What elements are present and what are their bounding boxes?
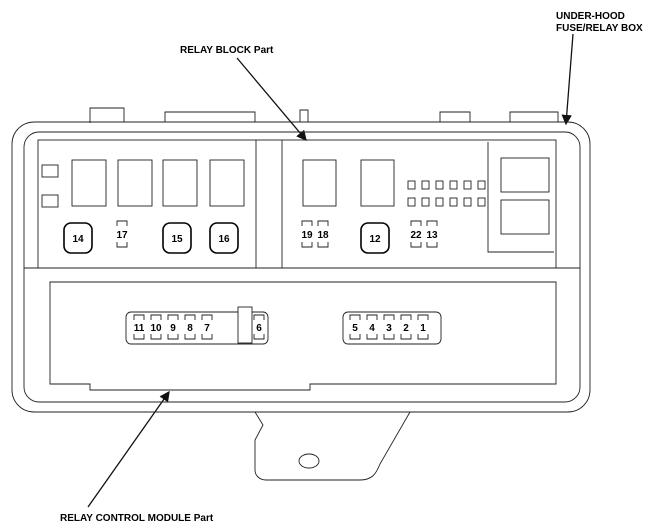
mini-fuse-slot-3 [435, 180, 444, 190]
large-fuse-16: 16 [209, 222, 239, 254]
mounting-bracket [254, 411, 411, 481]
pin-4: 4 [366, 314, 378, 340]
small-fuse-13: 13 [426, 220, 438, 248]
pin-10: 10 [150, 314, 162, 340]
mini-socket-1 [41, 164, 59, 178]
pin-number-9: 9 [170, 323, 176, 334]
pin-number-11: 11 [134, 323, 145, 334]
mounting-hole [298, 453, 320, 469]
fuse-number-14: 14 [72, 234, 84, 245]
pin-8: 8 [184, 314, 196, 340]
mini-fuse-slot-2 [421, 180, 430, 190]
fuse-number-13: 13 [426, 230, 438, 241]
pin-5: 5 [349, 314, 361, 340]
relay-control-module-label: RELAY CONTROL MODULE Part [60, 513, 214, 524]
relay-block-right-panel [487, 142, 554, 253]
outer-housing [11, 121, 591, 413]
mini-fuse-slot-10 [449, 197, 458, 207]
under-hood-label-line2: FUSE/RELAY BOX [556, 23, 643, 34]
mini-fuse-row [407, 180, 486, 207]
pin-3: 3 [383, 314, 395, 340]
pin-number-6: 6 [256, 323, 262, 334]
mini-fuse-slot-9 [435, 197, 444, 207]
mini-fuse-slot-4 [449, 180, 458, 190]
pin-2: 2 [400, 314, 412, 340]
relay-socket-2 [117, 159, 153, 207]
mini-fuse-slot-1 [407, 180, 416, 190]
pin-9: 9 [167, 314, 179, 340]
pin-number-8: 8 [187, 323, 193, 334]
pin-number-4: 4 [369, 323, 375, 334]
large-fuse-14: 14 [63, 222, 93, 254]
relay-socket-1 [71, 159, 107, 207]
relay-socket-4 [209, 159, 245, 207]
pin-6: 6 [253, 314, 265, 340]
relay-socket-8 [500, 199, 550, 235]
large-fuse-12: 12 [360, 222, 390, 254]
mini-fuse-slot-5 [463, 180, 472, 190]
fuse-number-18: 18 [317, 230, 329, 241]
left-connector-latch [237, 306, 253, 344]
small-fuse-19: 19 [301, 220, 313, 248]
mini-fuse-slot-6 [477, 180, 486, 190]
fuse-number-15: 15 [171, 234, 183, 245]
mini-fuse-slot-7 [407, 197, 416, 207]
mini-socket-2 [41, 194, 59, 208]
large-fuse-15: 15 [162, 222, 192, 254]
small-fuse-22: 22 [410, 220, 422, 248]
small-fuse-18: 18 [317, 220, 329, 248]
pin-number-5: 5 [352, 323, 358, 334]
fuse-number-17: 17 [116, 230, 128, 241]
pin-number-10: 10 [150, 323, 162, 334]
pin-7: 7 [201, 314, 213, 340]
relay-socket-6 [360, 159, 395, 207]
relay-control-module-leader-line [87, 390, 170, 508]
mini-fuse-slot-12 [477, 197, 486, 207]
small-fuse-17: 17 [116, 220, 128, 248]
right-connector [342, 311, 442, 345]
pin-1: 1 [417, 314, 429, 340]
relay-socket-3 [162, 159, 198, 207]
inner-housing [23, 131, 581, 403]
mini-fuse-slot-8 [421, 197, 430, 207]
fuse-number-16: 16 [218, 234, 230, 245]
relay-block-leader-line [236, 57, 307, 141]
relay-control-module-area [49, 281, 557, 391]
under-hood-leader-line [561, 33, 574, 126]
pin-number-3: 3 [386, 323, 392, 334]
relay-socket-5 [302, 159, 337, 207]
relay-block-label: RELAY BLOCK Part [180, 45, 274, 56]
fuse-number-22: 22 [410, 230, 422, 241]
under-hood-label-line1: UNDER-HOOD [556, 11, 625, 22]
top-tabs [89, 107, 559, 123]
relay-socket-7 [500, 157, 550, 193]
pin-number-2: 2 [403, 323, 409, 334]
pin-number-7: 7 [204, 323, 210, 334]
mini-fuse-slot-11 [463, 197, 472, 207]
left-connector [125, 311, 269, 345]
pin-11: 11 [133, 314, 145, 340]
pin-number-1: 1 [420, 323, 426, 334]
fuse-number-19: 19 [301, 230, 313, 241]
fuse-number-12: 12 [369, 234, 381, 245]
